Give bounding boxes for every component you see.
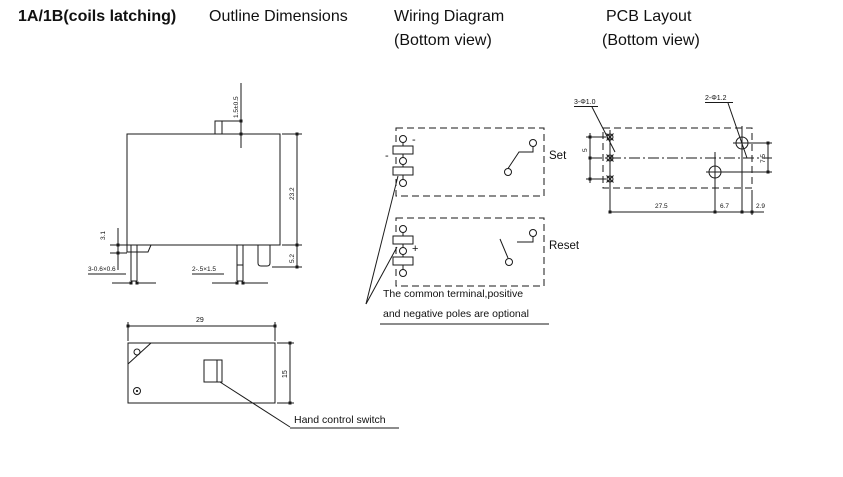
dim-depth-label: 15 bbox=[282, 370, 289, 378]
dim-coil-pitch: 5 bbox=[582, 133, 606, 183]
locator-hole bbox=[133, 387, 141, 395]
dim-coil-pin-spec: 3-0.6×0.6 bbox=[88, 266, 156, 285]
coil-pin-middle bbox=[236, 245, 244, 282]
dim-contact-pitch-label: 7.5 bbox=[760, 154, 767, 163]
corner-hole bbox=[133, 348, 141, 356]
outline-dimensions-title: Outline Dimensions bbox=[209, 8, 348, 25]
relay-base bbox=[127, 342, 276, 404]
pcb-layout: 3-Φ1.0 2-Φ1.2 5 bbox=[574, 95, 772, 215]
coil-symbol bbox=[392, 256, 414, 266]
dim-pin-length: 5.2 bbox=[272, 245, 302, 269]
dim-depth: 15 bbox=[277, 341, 294, 405]
dim-contact-gap-label: 6.7 bbox=[720, 203, 729, 210]
coil-symbol bbox=[392, 235, 414, 245]
wiring-set-circuit: - - Set bbox=[385, 127, 567, 197]
terminal bbox=[399, 135, 407, 143]
dim-pin-length-label: 5.2 bbox=[289, 254, 296, 263]
terminal bbox=[399, 247, 407, 255]
dim-body-height-label: 23.2 bbox=[289, 187, 296, 200]
pcb-layout-title: PCB Layout bbox=[606, 8, 692, 25]
wiring-reset-circuit: + Reset bbox=[392, 217, 580, 287]
dim-standoff-label: 3.1 bbox=[100, 231, 107, 240]
terminal bbox=[399, 179, 407, 187]
dim-button-height-label: 1.5±0.5 bbox=[233, 96, 240, 118]
dim-contact-pin-spec: 2-.5×1.5 bbox=[192, 266, 268, 285]
dim-button-height: 1.5±0.5 bbox=[233, 83, 243, 148]
note-leader-set bbox=[365, 175, 399, 305]
outline-side-view: 1.5±0.5 23.2 5.2 bbox=[88, 83, 302, 285]
set-label: Set bbox=[549, 150, 567, 162]
plus-sign: + bbox=[412, 243, 418, 255]
reset-label: Reset bbox=[549, 240, 580, 252]
coil-hole bbox=[606, 154, 614, 162]
dim-width-label: 29 bbox=[196, 317, 204, 324]
coil-symbol bbox=[392, 166, 414, 176]
terminal bbox=[399, 269, 407, 277]
contact-hole bbox=[733, 126, 772, 213]
outline-bottom-view: 29 15 Hand control switch bbox=[126, 317, 399, 429]
contact-hole-callout: 2-Φ1.2 bbox=[705, 95, 748, 159]
coil-hole-callout: 3-Φ1.0 bbox=[574, 99, 616, 153]
wiring-diagram-title: Wiring Diagram bbox=[394, 8, 505, 25]
push-button bbox=[214, 120, 242, 135]
wiring-diagram: - - Set + bbox=[365, 127, 580, 325]
dim-standoff: 3.1 bbox=[100, 228, 127, 270]
model-title: 1A/1B(coils latching) bbox=[18, 8, 177, 25]
reset-contact bbox=[499, 229, 537, 266]
minus-sign-common: - bbox=[385, 150, 389, 162]
terminal bbox=[399, 157, 407, 165]
dim-coil-pitch-label: 5 bbox=[582, 148, 589, 152]
dim-bottom-row: 27.5 6.7 2.9 bbox=[608, 190, 765, 215]
hand-switch-leader bbox=[219, 381, 291, 428]
contact-pin-tab bbox=[257, 245, 271, 267]
minus-sign: - bbox=[412, 134, 416, 146]
wiring-diagram-subtitle: (Bottom view) bbox=[394, 32, 492, 49]
contact-pin-spec-label: 2-.5×1.5 bbox=[192, 266, 216, 273]
hand-switch-label: Hand control switch bbox=[294, 414, 386, 426]
dim-edge-label: 2.9 bbox=[756, 203, 765, 210]
coil-pin-spec-label: 3-0.6×0.6 bbox=[88, 266, 116, 273]
contact-hole bbox=[706, 152, 772, 213]
hand-control-switch bbox=[203, 359, 223, 383]
coil-symbol bbox=[392, 145, 414, 155]
pcb-layout-subtitle: (Bottom view) bbox=[602, 32, 700, 49]
contact-hole-spec-label: 2-Φ1.2 bbox=[705, 95, 727, 102]
dim-contact-pitch: 7.5 bbox=[760, 141, 770, 174]
coil-hole bbox=[606, 175, 614, 183]
note-leader-reset bbox=[365, 246, 398, 305]
dim-width: 29 bbox=[126, 317, 277, 341]
wiring-note-line2: and negative poles are optional bbox=[383, 308, 529, 320]
set-contact bbox=[504, 139, 537, 176]
wiring-note-line1: The common terminal,positive bbox=[383, 288, 523, 300]
dim-body-height: 23.2 bbox=[282, 132, 302, 247]
coil-hole-spec-label: 3-Φ1.0 bbox=[574, 99, 596, 106]
coil-pin-left bbox=[130, 245, 138, 282]
relay-body bbox=[126, 133, 281, 246]
dim-span-label: 27.5 bbox=[655, 203, 668, 210]
terminal bbox=[399, 225, 407, 233]
